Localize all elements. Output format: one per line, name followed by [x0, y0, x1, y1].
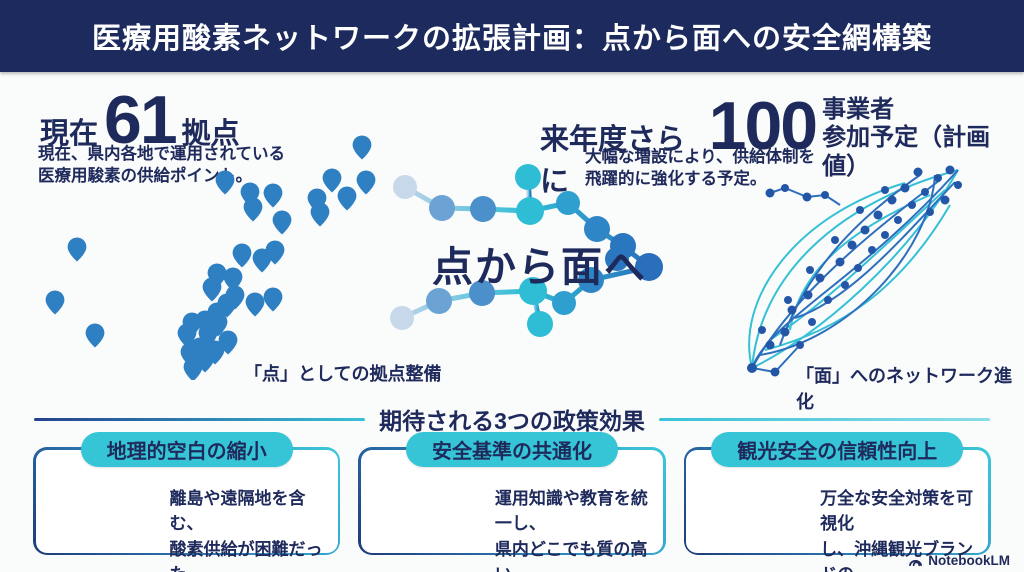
stat-future-description: 大幅な増設により、供給体制を 飛躍的に強化する予定。 [585, 148, 816, 188]
title-bar: 医療用酸素ネットワークの拡張計画：点から面への安全網構築 [0, 0, 1024, 72]
effect-card-badge: 地理的空白の縮小 [80, 432, 293, 467]
map-pins-graphic [45, 135, 376, 380]
network-mesh-graphic [747, 165, 962, 377]
stat-future-suffix-line2: 参加予定（計画値） [822, 124, 991, 180]
effect-card-geographic: 地理的空白の縮小 離島や遠隔地を含む、 酸素供給が困難だった エリアを解消。 [33, 432, 341, 572]
network-node-dots [747, 165, 962, 377]
stat-current-prefix: 現在 [40, 118, 99, 150]
dot-arrow-graphic [390, 164, 663, 337]
divider-line-right [658, 417, 991, 421]
effect-card-badge: 観光安全の信頼性向上 [711, 432, 964, 467]
arrow-label: 点から面へ [432, 244, 647, 290]
caption-points: 「点」としての拠点整備 [244, 364, 442, 384]
effect-card-tourism-trust: 観光安全の信頼性向上 万全な安全対策を可視化 し、沖縄観光ブランドの 信頼性を強… [683, 432, 991, 572]
caption-network: 「面」へのネットワーク進化 [796, 366, 1012, 412]
brand-text: NotebookLM [928, 553, 1010, 568]
stat-future-suffix-line1: 事業者 [822, 96, 895, 123]
stat-current-number: 61 [104, 82, 178, 158]
notebooklm-icon [909, 559, 923, 567]
stat-future-number: 100 [708, 88, 818, 164]
effect-card-badge: 安全基準の共通化 [405, 432, 618, 467]
effect-card-body: 万全な安全対策を可視化 し、沖縄観光ブランドの 信頼性を強化。 [820, 488, 974, 572]
effects-cards: 地理的空白の縮小 離島や遠隔地を含む、 酸素供給が困難だった エリアを解消。 安… [33, 432, 991, 572]
arrow-node-dots [390, 164, 663, 337]
stat-future-suffix: 事業者 参加予定（計画値） [822, 92, 1024, 181]
map-pin-icons [45, 135, 376, 380]
stat-current-suffix: 拠点 [181, 118, 240, 150]
effects-section-header: 期待される3つの政策効果 [34, 402, 991, 436]
page-title: 医療用酸素ネットワークの拡張計画：点から面への安全網構築 [91, 23, 932, 55]
effect-card-body: 運用知識や教育を統一し、 県内どこでも質の高い 救命処置を可能に。 [494, 488, 648, 572]
stat-current-sites: 現在 61 拠点 [40, 86, 240, 154]
divider-line-left [34, 417, 366, 421]
stat-future-operators: 来年度さらに 100 事業者 参加予定（計画値） [540, 92, 1024, 200]
footer-brand: NotebookLM [908, 553, 1010, 568]
stat-current-description: 現在、県内各地で運用されている 医療用駿素の供給ポイント。 [38, 145, 286, 185]
effects-section-title: 期待される3つの政策効果 [379, 408, 645, 434]
effect-card-safety-standards: 安全基準の共通化 運用知識や教育を統一し、 県内どこでも質の高い 救命処置を可能… [358, 432, 666, 572]
effect-card-body: 離島や遠隔地を含む、 酸素供給が困難だった エリアを解消。 [169, 488, 323, 572]
